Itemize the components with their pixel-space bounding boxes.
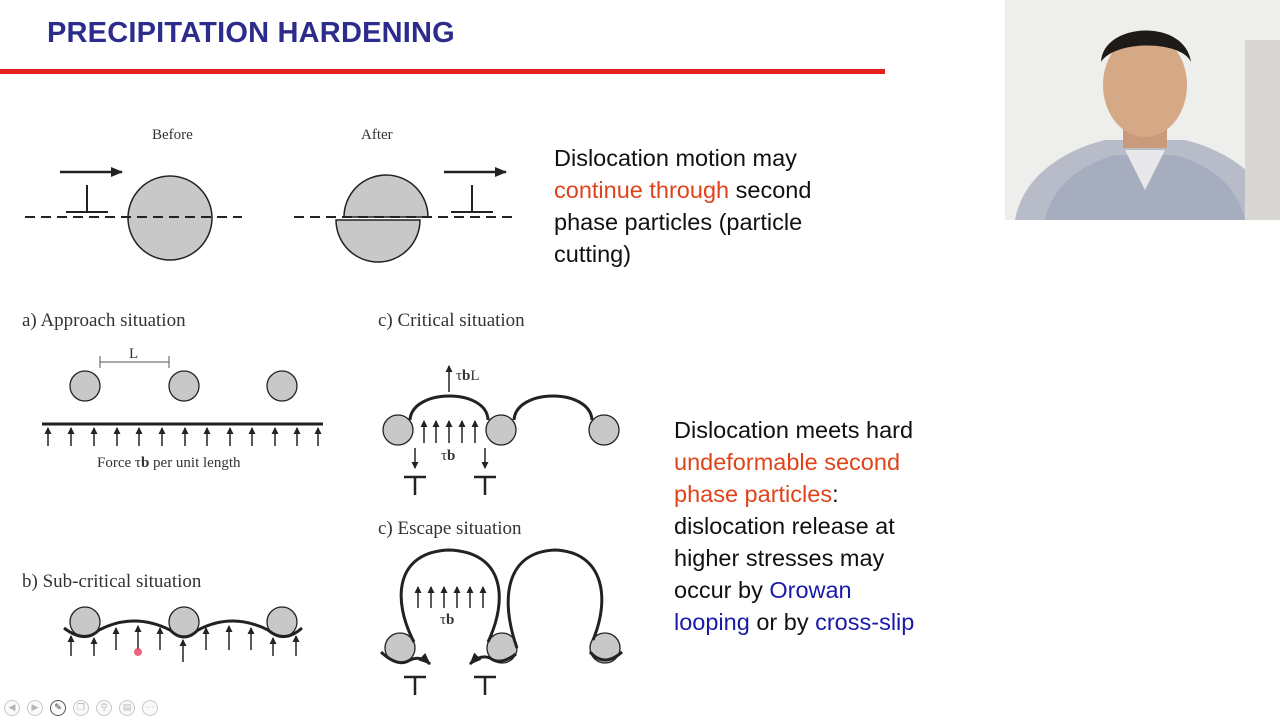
highlight-cross-slip: cross-slip (815, 609, 915, 635)
force-label: Force τb per unit length (97, 455, 241, 471)
zoom-icon[interactable]: ⚲ (96, 700, 112, 716)
more-icon[interactable]: ⋯ (142, 700, 158, 716)
laser-pointer-dot (134, 648, 142, 656)
dislocation-symbol-after (451, 185, 493, 213)
approach-diagram (42, 356, 323, 446)
before-label: Before (152, 127, 193, 143)
critical-label: c) Critical situation (378, 310, 525, 331)
presentation-toolbar: ◀ ▶ ✎ ❐ ⚲ ▤ ⋯ (4, 699, 158, 717)
dislocation-line-subcritical (63, 619, 303, 639)
prev-icon[interactable]: ◀ (4, 700, 20, 716)
slides-icon[interactable]: ▤ (119, 700, 135, 716)
critical-force-label: τbL (456, 368, 480, 384)
highlight-continue-through: continue through (554, 177, 730, 203)
before-diagram (25, 167, 242, 261)
particle-after-bottom (335, 219, 421, 263)
escape-diagram (379, 548, 623, 695)
pen-icon[interactable]: ✎ (50, 700, 66, 716)
after-label: After (361, 127, 393, 143)
text-orowan-looping: Dislocation meets hard undeformable seco… (674, 417, 915, 635)
force-arrows-approach (44, 427, 322, 446)
next-icon[interactable]: ▶ (27, 700, 43, 716)
presenter-webcam (1005, 0, 1280, 220)
subcritical-label: b) Sub-critical situation (22, 571, 202, 592)
particle-after-top (343, 174, 429, 218)
critical-tau-b-label: τb (441, 448, 456, 464)
subcritical-diagram (63, 606, 303, 662)
title-underline (0, 69, 885, 74)
approach-label: a) Approach situation (22, 310, 186, 331)
dislocation-bow-critical (408, 394, 490, 421)
orowan-loop-left (399, 548, 501, 643)
copy-icon[interactable]: ❐ (73, 700, 89, 716)
highlight-orowan-looping: Orowan looping (674, 577, 852, 635)
escape-tau-b-label: τb (440, 612, 455, 628)
dislocation-symbol-before (66, 185, 108, 213)
after-diagram (294, 167, 512, 263)
highlight-undeformable-particles: undeformable second phase particles (674, 449, 901, 507)
escape-label: c) Escape situation (378, 518, 522, 539)
critical-diagram (382, 365, 620, 495)
slide-title: PRECIPITATION HARDENING (47, 17, 455, 49)
spacing-label: L (129, 346, 139, 362)
